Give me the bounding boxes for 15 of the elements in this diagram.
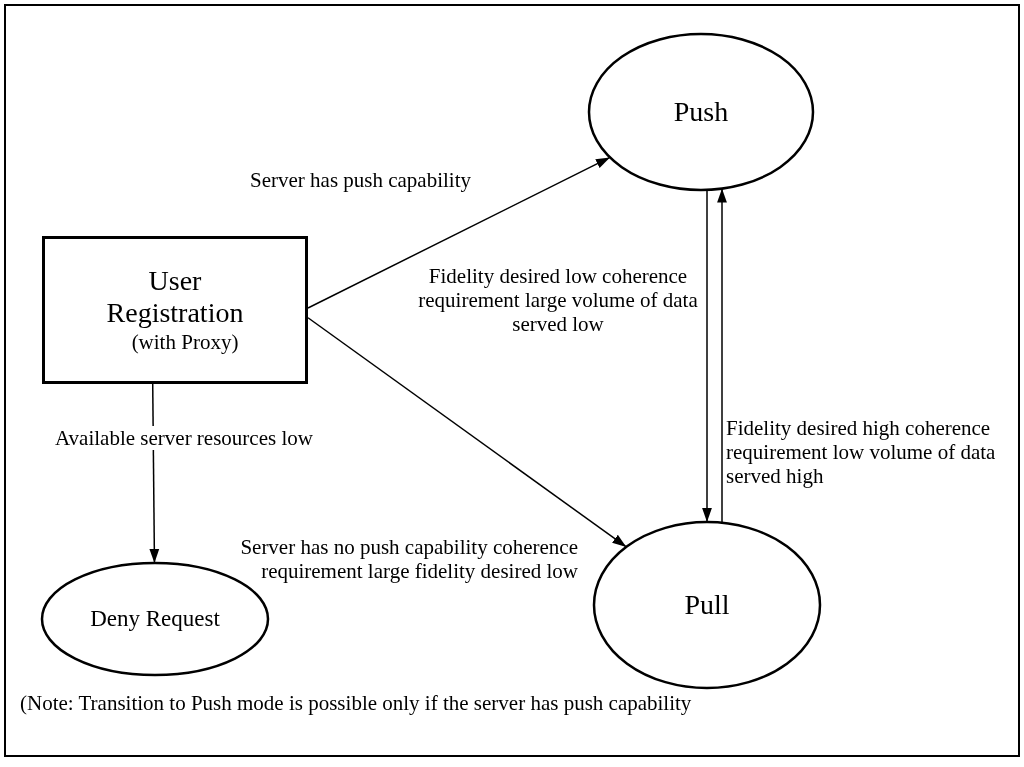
arrow bbox=[717, 187, 727, 524]
edge-label: Fidelity desired high coherence requirement low volume of data served high bbox=[726, 416, 997, 488]
edge-label: Fidelity desired low coherence requirement large volume of data served low bbox=[417, 264, 699, 336]
state-label: Push bbox=[673, 96, 729, 128]
arrow bbox=[702, 189, 712, 523]
state-label: Deny Request bbox=[90, 605, 220, 633]
box-subtitle: (with Proxy) bbox=[130, 329, 239, 355]
box-title: User Registration bbox=[105, 265, 245, 329]
process-box bbox=[42, 236, 308, 384]
arrow bbox=[307, 156, 611, 309]
note-text: (Note: Transition to Push mode is possible only if the server has push capability bbox=[20, 690, 693, 716]
edge-label: Server has no push capability coherence requirement large fidelity desired low bbox=[239, 535, 578, 583]
state-label: Pull bbox=[684, 589, 730, 621]
edge-label: Server has push capability bbox=[250, 168, 473, 192]
arrow bbox=[307, 317, 628, 548]
